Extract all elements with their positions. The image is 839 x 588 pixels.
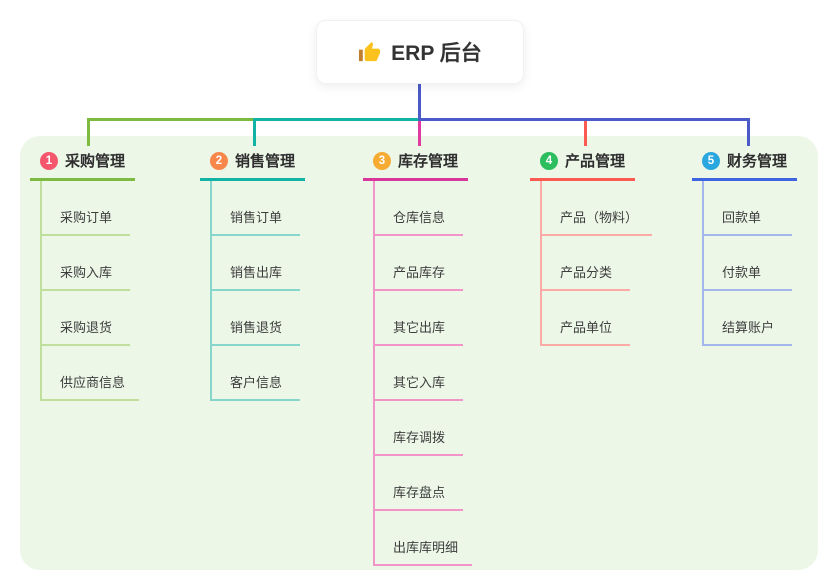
mindmap-node[interactable]: 其它出库 (375, 291, 463, 346)
mindmap-node[interactable]: 仓库信息 (375, 181, 463, 236)
branch-purchase: 1 采购管理 采购订单 采购入库 采购退货 供应商信息 (30, 145, 140, 401)
branch-label: 产品管理 (565, 153, 626, 170)
mindmap-node[interactable]: 销售出库 (212, 236, 300, 291)
branch-header-purchase[interactable]: 1 采购管理 (30, 145, 136, 181)
mindmap-node[interactable]: 产品单位 (542, 291, 630, 346)
mindmap-node[interactable]: 客户信息 (212, 346, 300, 401)
branch-number-badge: 5 (702, 151, 720, 170)
root-node[interactable]: ERP 后台 (316, 20, 524, 84)
branch-inventory: 3 库存管理 仓库信息 产品库存 其它出库 其它入库 库存调拨 库存盘点 出库库… (363, 145, 473, 566)
branch-number-badge: 1 (40, 151, 58, 170)
branch-label: 采购管理 (65, 153, 126, 170)
root-label: ERP 后台 (391, 42, 482, 65)
mindmap-node[interactable]: 产品库存 (375, 236, 463, 291)
mindmap-node[interactable]: 销售订单 (212, 181, 300, 236)
mindmap-node[interactable]: 库存盘点 (375, 456, 463, 511)
branch-items: 仓库信息 产品库存 其它出库 其它入库 库存调拨 库存盘点 出库库明细 (373, 181, 473, 566)
branch-items: 销售订单 销售出库 销售退货 客户信息 (210, 181, 305, 401)
thumbs-up-icon (358, 41, 381, 64)
branch-number-badge: 2 (210, 151, 228, 170)
mindmap-node[interactable]: 其它入库 (375, 346, 463, 401)
branch-header-finance[interactable]: 5 财务管理 (692, 145, 798, 181)
branch-items: 回款单 付款单 结算账户 (702, 181, 797, 346)
mindmap-node[interactable]: 付款单 (704, 236, 792, 291)
branch-number-badge: 3 (373, 151, 391, 170)
branch-label: 财务管理 (727, 153, 788, 170)
mindmap-node[interactable]: 回款单 (704, 181, 792, 236)
mindmap-node[interactable]: 出库库明细 (375, 511, 473, 566)
branch-product: 4 产品管理 产品（物料） 产品分类 产品单位 (530, 145, 653, 346)
branch-header-inventory[interactable]: 3 库存管理 (363, 145, 469, 181)
branch-items: 采购订单 采购入库 采购退货 供应商信息 (40, 181, 140, 401)
mindmap-node[interactable]: 采购订单 (42, 181, 130, 236)
branch-sales: 2 销售管理 销售订单 销售出库 销售退货 客户信息 (200, 145, 306, 401)
branch-header-product[interactable]: 4 产品管理 (530, 145, 636, 181)
mindmap-node[interactable]: 库存调拨 (375, 401, 463, 456)
mindmap-node[interactable]: 销售退货 (212, 291, 300, 346)
mindmap-node[interactable]: 产品分类 (542, 236, 630, 291)
branch-label: 库存管理 (398, 153, 459, 170)
mindmap-node[interactable]: 结算账户 (704, 291, 792, 346)
branch-finance: 5 财务管理 回款单 付款单 结算账户 (692, 145, 798, 346)
branch-header-sales[interactable]: 2 销售管理 (200, 145, 306, 181)
branch-number-badge: 4 (540, 151, 558, 170)
branch-items: 产品（物料） 产品分类 产品单位 (540, 181, 653, 346)
branch-label: 销售管理 (235, 153, 296, 170)
mindmap-node[interactable]: 供应商信息 (42, 346, 140, 401)
background-panel (20, 136, 818, 570)
mindmap-node[interactable]: 产品（物料） (542, 181, 653, 236)
mindmap-node[interactable]: 采购退货 (42, 291, 130, 346)
mindmap-node[interactable]: 采购入库 (42, 236, 130, 291)
